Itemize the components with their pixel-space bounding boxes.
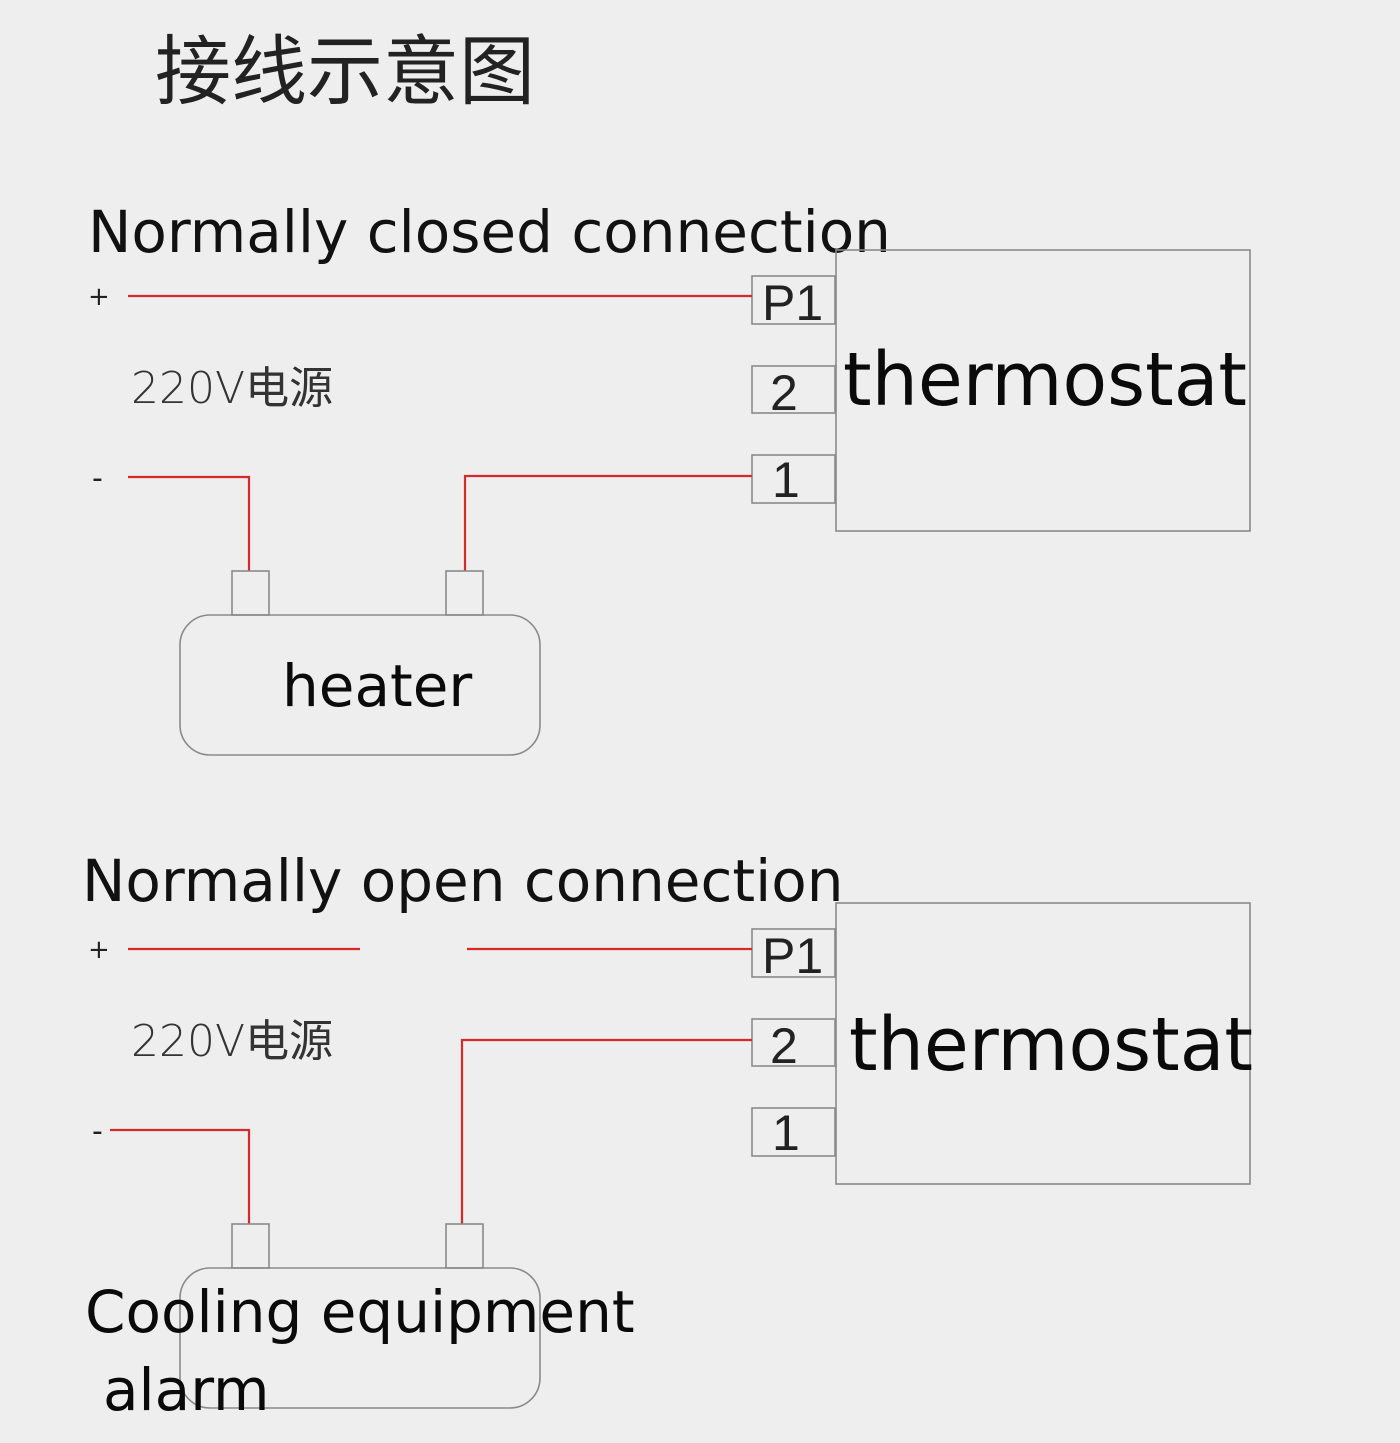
nc-load-lead-right [445, 570, 484, 616]
diagram-title: 接线示意图 [155, 27, 535, 116]
no-terminal-p1-label: P1 [762, 928, 823, 984]
nc-thermostat-label: thermostat [843, 337, 1247, 423]
nc-terminal-1-label: 1 [772, 452, 800, 508]
no-wire-minus-to-load [110, 1128, 251, 1224]
no-plus-sign: + [88, 935, 110, 965]
no-source-label: 220V电源 [131, 1016, 333, 1067]
nc-terminal-2-label: 2 [770, 365, 798, 421]
no-load-lead-right [445, 1223, 484, 1269]
no-terminal-1-label: 1 [772, 1105, 800, 1161]
no-terminal-2-label: 2 [770, 1018, 798, 1074]
no-section: Normally open connection thermostat P1 2… [82, 847, 1253, 1424]
nc-terminal-p1 [751, 275, 836, 325]
no-terminal-p1 [751, 928, 836, 978]
nc-load-label: heater [282, 652, 472, 720]
no-heading: Normally open connection [82, 847, 843, 915]
no-load-box [179, 1267, 541, 1409]
nc-load-lead-left [231, 570, 270, 616]
nc-terminal-2 [751, 365, 836, 414]
nc-terminal-p1-label: P1 [762, 275, 823, 331]
no-wire-load-to-terminal-2 [460, 1038, 752, 1224]
no-load-label-line1: Cooling equipment [85, 1278, 635, 1346]
no-terminal-1 [751, 1107, 836, 1157]
nc-plus-sign: + [88, 282, 110, 312]
nc-source-label: 220V电源 [131, 363, 333, 414]
nc-terminal-1 [751, 454, 836, 504]
nc-load-box [179, 614, 541, 756]
no-thermostat-box [835, 902, 1251, 1185]
no-terminal-2 [751, 1018, 836, 1067]
no-minus-sign: - [92, 1114, 103, 1149]
nc-minus-sign: - [92, 461, 103, 496]
no-thermostat-label: thermostat [849, 1002, 1253, 1088]
nc-heading: Normally closed connection [88, 198, 891, 266]
no-load-lead-left [231, 1223, 270, 1269]
nc-section: Normally closed connection thermostat P1… [88, 198, 1251, 756]
nc-thermostat-box [835, 249, 1251, 532]
no-load-label-line2: alarm [103, 1356, 270, 1424]
nc-wire-load-to-terminal-1 [463, 474, 752, 571]
nc-wire-minus-to-load [128, 475, 251, 571]
